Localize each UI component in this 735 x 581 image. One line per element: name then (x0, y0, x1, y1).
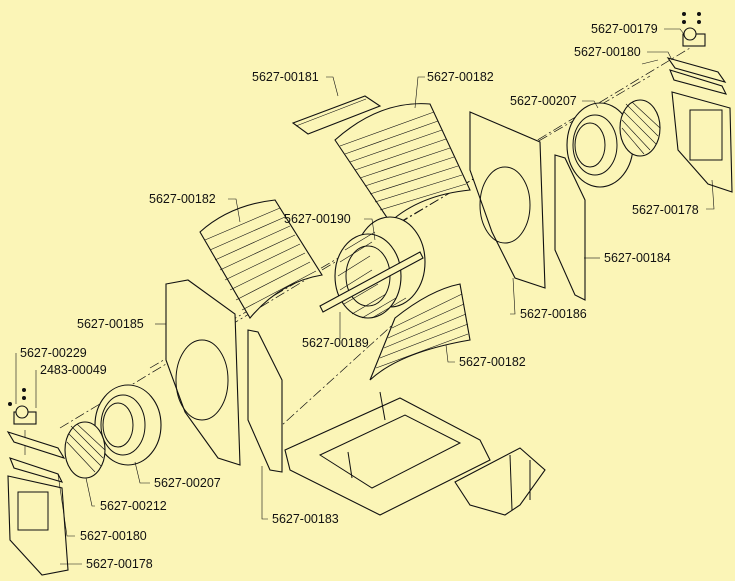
label-5627-00185: 5627-00185 (77, 317, 144, 331)
left-inlet-cone (94, 384, 162, 466)
label-5627-00182-bottom: 5627-00182 (459, 355, 526, 369)
label-5627-00207-top: 5627-00207 (510, 94, 577, 108)
left-side-panel (165, 279, 241, 466)
base-frame (284, 391, 546, 516)
label-5627-00186: 5627-00186 (520, 307, 587, 321)
label-2483-00049: 2483-00049 (40, 363, 107, 377)
label-5627-00207-bottom: 5627-00207 (154, 476, 221, 490)
right-mounting-bracket (671, 91, 733, 193)
label-5627-00179: 5627-00179 (591, 22, 658, 36)
label-5627-00182-left: 5627-00182 (149, 192, 216, 206)
left-inlet-guard (64, 421, 106, 479)
right-bearing-assembly (666, 12, 728, 95)
top-cover-panel (291, 95, 382, 135)
label-5627-00178-top: 5627-00178 (632, 203, 699, 217)
scroll-housing-top (334, 103, 471, 223)
label-5627-00184: 5627-00184 (604, 251, 671, 265)
label-5627-00212: 5627-00212 (100, 499, 167, 513)
label-5627-00183: 5627-00183 (272, 512, 339, 526)
left-mounting-bracket (7, 475, 69, 576)
label-5627-00189: 5627-00189 (302, 336, 369, 350)
fan-wheel (334, 216, 426, 319)
label-5627-00229: 5627-00229 (20, 346, 87, 360)
fan-shaft (319, 251, 424, 313)
right-inlet-cone (566, 102, 634, 188)
label-5627-00180-bottom: 5627-00180 (80, 529, 147, 543)
label-5627-00181: 5627-00181 (252, 70, 319, 84)
right-side-panel (469, 111, 546, 289)
leader-lines (15, 28, 715, 565)
scroll-housing-bottom (369, 283, 471, 381)
left-side-plate (247, 329, 283, 473)
label-5627-00180-top: 5627-00180 (574, 45, 641, 59)
right-side-plate (554, 154, 586, 301)
label-5627-00182-top: 5627-00182 (427, 70, 494, 84)
label-5627-00190: 5627-00190 (284, 212, 351, 226)
scroll-housing-left (199, 199, 323, 319)
left-bearing-assembly (6, 388, 66, 483)
right-inlet-guard (619, 99, 661, 157)
label-5627-00178-bottom: 5627-00178 (86, 557, 153, 571)
